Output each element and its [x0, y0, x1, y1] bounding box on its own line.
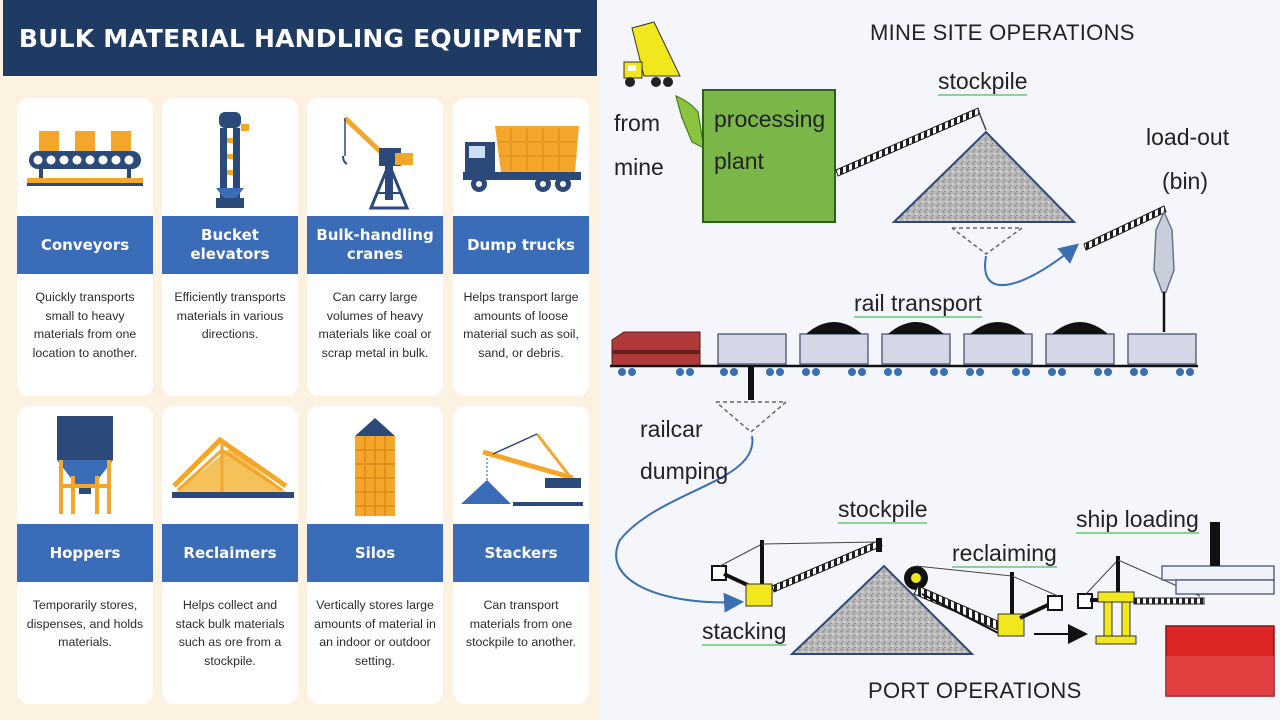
card-dump-trucks-description: Helps transport large amounts of loose m… — [463, 290, 579, 360]
coal-loads — [806, 322, 1108, 334]
card-silos: Silos Vertically stores large amounts of… — [307, 406, 443, 704]
label-railcar: railcar — [640, 416, 703, 442]
railcar-wheels — [618, 368, 1194, 376]
reclaimer-machine — [904, 565, 1063, 637]
card-cranes-title: Bulk-handling cranes — [307, 216, 443, 274]
dump-truck-icon — [463, 126, 581, 192]
dump-hopper — [715, 401, 789, 433]
mine-operations-title: MINE SITE OPERATIONS — [870, 20, 1135, 45]
card-hoppers: Hoppers Temporarily stores, dispenses, a… — [17, 406, 153, 704]
label-stockpile-mine: stockpile — [938, 68, 1028, 96]
label-from: from — [614, 110, 660, 136]
card-stackers-title: Stackers — [453, 524, 589, 582]
intake-chute — [675, 94, 705, 150]
loadout-bin — [1153, 210, 1175, 332]
card-dump-trucks-title: Dump trucks — [453, 216, 589, 274]
reclaim-hopper — [951, 227, 1025, 255]
infographic-panel: BULK MATERIAL HANDLING EQUIPMENT Conveyo… — [0, 0, 600, 720]
label-reclaiming: reclaiming — [952, 540, 1057, 568]
card-bucket-elevators-description: Efficiently transports materials in vari… — [174, 290, 286, 341]
label-loadout: load-out — [1146, 124, 1230, 150]
label-mine: mine — [614, 154, 664, 180]
card-silos-title: Silos — [307, 524, 443, 582]
label-bin: (bin) — [1162, 168, 1209, 194]
locomotive — [611, 331, 701, 367]
processing-plant-box — [702, 89, 836, 223]
supply-chain-diagram — [610, 21, 1275, 697]
arrow-to-stacking — [615, 435, 754, 613]
port-stockpile — [789, 564, 975, 655]
card-conveyors-description: Quickly transports small to heavy materi… — [32, 290, 138, 360]
card-reclaimers: Reclaimers Helps collect and stack bulk … — [162, 406, 298, 704]
label-rail-transport: rail transport — [854, 290, 982, 318]
card-hoppers-title: Hoppers — [17, 524, 153, 582]
label-stacking: stacking — [702, 618, 787, 646]
card-reclaimers-title: Reclaimers — [162, 524, 298, 582]
bucket-elevator-icon — [216, 112, 249, 208]
infographic-header: BULK MATERIAL HANDLING EQUIPMENT — [3, 0, 597, 76]
railcars — [717, 333, 1197, 365]
label-dumping: dumping — [640, 458, 729, 484]
crane-icon — [342, 116, 413, 210]
reclaimer-icon — [172, 436, 294, 498]
mine-stockpile — [891, 130, 1077, 223]
diagram-panel: MINE SITE OPERATIONS from mine processin… — [600, 0, 1280, 720]
loadout-conveyor — [1083, 205, 1167, 251]
cargo-ship — [1161, 522, 1275, 697]
card-bucket-elevators-title: Bucket elevators — [162, 216, 298, 274]
mine-dump-truck-icon — [623, 21, 681, 87]
label-ship-loading: ship loading — [1076, 506, 1199, 534]
label-processing: processing — [714, 106, 826, 132]
silo-icon — [355, 418, 395, 516]
infographic-title: BULK MATERIAL HANDLING EQUIPMENT — [18, 23, 582, 53]
label-plant: plant — [714, 148, 764, 174]
card-dump-trucks: Dump trucks Helps transport large amount… — [453, 98, 589, 396]
card-stackers: Stackers Can transport materials from on… — [453, 406, 589, 704]
card-stackers-description: Can transport materials from one stockpi… — [465, 598, 577, 649]
hopper-icon — [57, 416, 113, 514]
card-hoppers-description: Temporarily stores, dispenses, and holds… — [26, 598, 144, 649]
card-cranes-description: Can carry large volumes of heavy materia… — [318, 290, 432, 360]
card-reclaimers-description: Helps collect and stack bulk materials s… — [175, 598, 285, 668]
conveyor-to-stockpile — [835, 107, 987, 177]
stacker-machine — [711, 538, 883, 607]
dump-chute — [748, 366, 754, 400]
card-conveyors-title: Conveyors — [17, 216, 153, 274]
shiploader-machine — [1077, 556, 1205, 645]
card-silos-description: Vertically stores large amounts of mater… — [314, 598, 436, 668]
card-conveyors: Conveyors Quickly transports small to he… — [17, 98, 153, 396]
label-stockpile-port: stockpile — [838, 496, 928, 524]
port-operations-title: PORT OPERATIONS — [868, 678, 1082, 703]
arrow-to-loadout — [984, 243, 1080, 287]
stacker-icon — [461, 433, 583, 506]
card-bucket-elevators: Bucket elevators Efficiently transports … — [162, 98, 298, 396]
card-cranes: Bulk-handling cranes Can carry large vol… — [307, 98, 443, 396]
conveyor-icon — [27, 131, 143, 186]
